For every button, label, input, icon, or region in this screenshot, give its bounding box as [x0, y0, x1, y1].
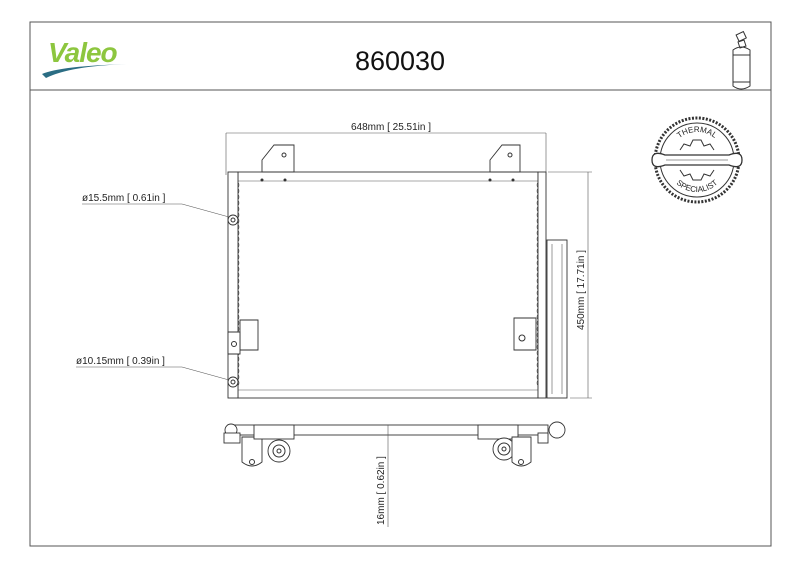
inlet-diameter-callout: ø15.5mm [ 0.61in ] — [82, 193, 230, 218]
condenser-front-view — [227, 144, 568, 399]
outlet-diameter-label: ø10.15mm [ 0.39in ] — [76, 356, 165, 367]
thickness-label: 16mm [ 0.62in ] — [376, 456, 387, 525]
thickness-dimension: 16mm [ 0.62in ] — [376, 425, 389, 527]
thermal-specialist-badge: THERMAL SPECIALIST — [651, 116, 743, 204]
receiver-drier-icon — [732, 30, 751, 90]
condenser-bottom-view — [223, 421, 566, 467]
height-dimension: 450mm [ 17.71in ] — [548, 171, 592, 399]
part-number: 860030 — [355, 46, 445, 76]
svg-text:THERMAL: THERMAL — [675, 125, 719, 140]
drawing-frame — [29, 21, 772, 547]
width-label: 648mm [ 25.51in ] — [351, 122, 431, 133]
svg-text:Valeo: Valeo — [48, 37, 118, 68]
width-dimension: 648mm [ 25.51in ] — [225, 122, 547, 175]
outlet-diameter-callout: ø10.15mm [ 0.39in ] — [76, 356, 230, 381]
inlet-diameter-label: ø15.5mm [ 0.61in ] — [82, 193, 166, 204]
valeo-logo: Valeo — [42, 37, 128, 78]
height-label: 450mm [ 17.71in ] — [576, 250, 587, 330]
